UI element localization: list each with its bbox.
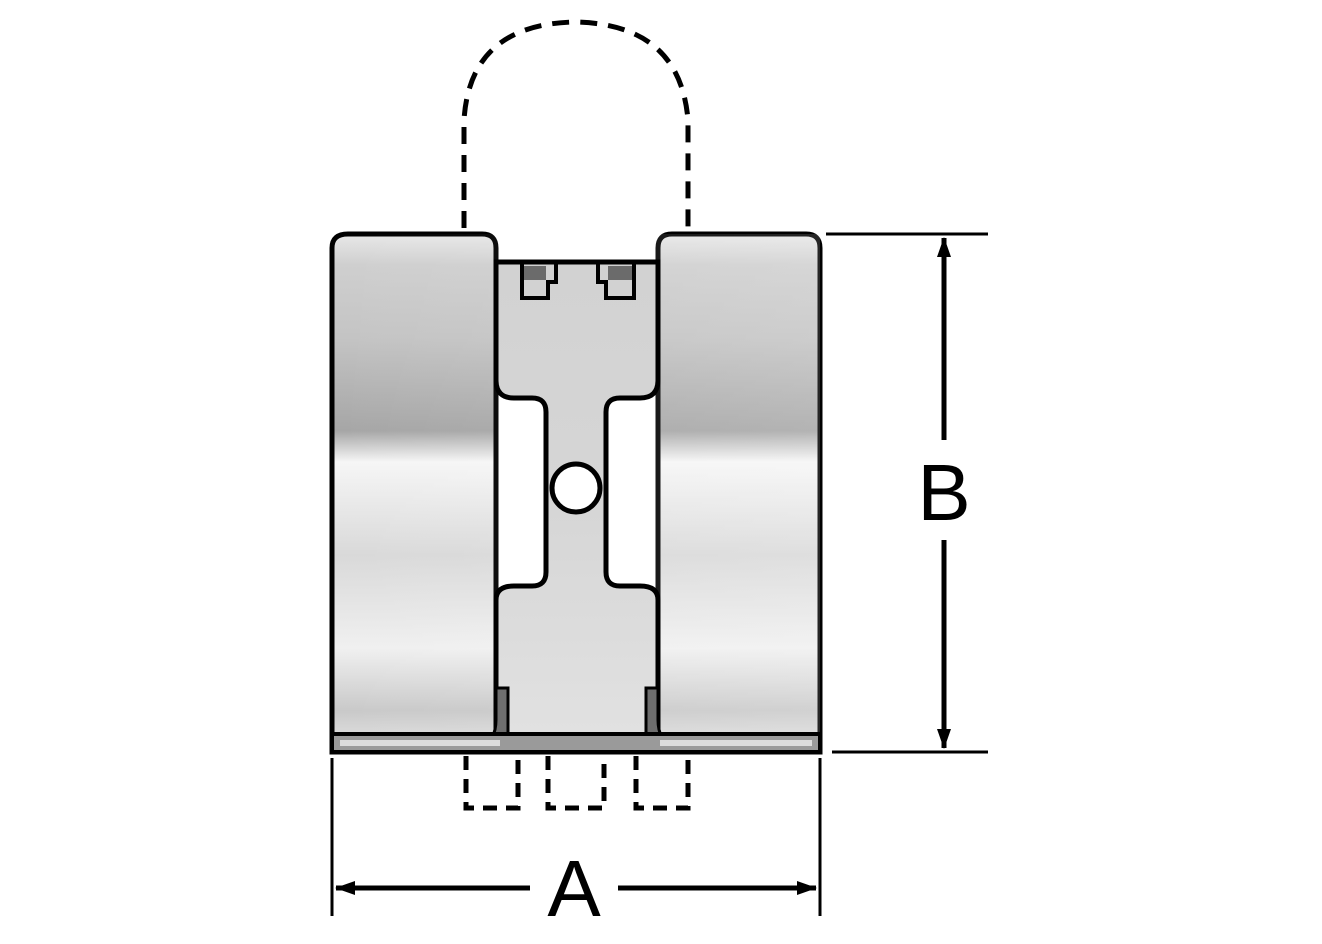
pin-right-dashed (633, 756, 691, 811)
core-top-notches (520, 264, 636, 300)
pin-left-dashed (463, 756, 521, 811)
dimension-a-label: A (547, 844, 601, 933)
shackle-outline-dashed (461, 19, 691, 228)
pin-middle-dashed (545, 756, 607, 811)
lock-base-plate (330, 732, 822, 754)
dimension-b-label: B (917, 448, 970, 537)
dimension-a: A (330, 758, 822, 933)
pins-dashed (463, 756, 691, 811)
keyhole-circle (549, 461, 603, 515)
dimension-b: B (826, 232, 988, 754)
lock-body (329, 231, 823, 755)
